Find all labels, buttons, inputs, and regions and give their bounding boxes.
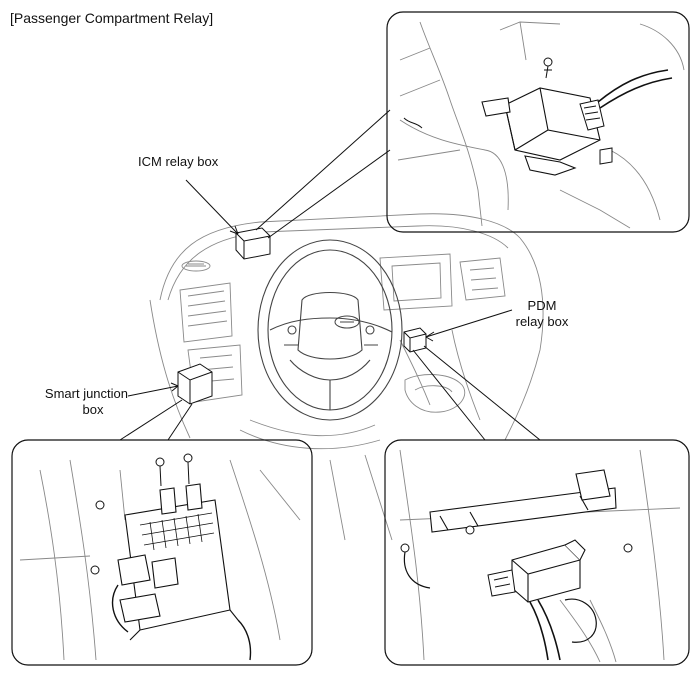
diagram-title: [Passenger Compartment Relay] bbox=[10, 10, 214, 26]
bolt-icon bbox=[90, 453, 193, 575]
icm-relay-box-icon bbox=[235, 227, 271, 260]
icm-relay-module-icon bbox=[481, 87, 601, 176]
pdm-relay-module-icon bbox=[511, 539, 586, 603]
icm-detail-panel bbox=[386, 11, 690, 233]
junction-box-icon bbox=[117, 483, 239, 641]
icm-relay-box-label: ICM relay box bbox=[138, 154, 219, 169]
callout-lines bbox=[119, 109, 541, 441]
bolt-icon bbox=[543, 57, 553, 79]
fuse-grid bbox=[139, 512, 215, 551]
smart-junction-detail-panel bbox=[11, 439, 313, 666]
sjb-label-line-2: box bbox=[82, 402, 104, 417]
brand-emblem-icon bbox=[334, 315, 360, 329]
connector-icon bbox=[579, 69, 673, 131]
sjb-label-line-1: Smart junction bbox=[44, 386, 128, 401]
smart-junction-box-label: Smart junction box bbox=[18, 386, 128, 418]
connector-icon bbox=[487, 569, 561, 661]
pdm-label-line-2: relay box bbox=[515, 314, 569, 329]
pdm-relay-box-icon bbox=[403, 327, 427, 353]
smart-junction-box-icon bbox=[177, 363, 213, 405]
steering-wheel-icon bbox=[257, 239, 403, 421]
pdm-detail-panel bbox=[384, 439, 690, 666]
pdm-relay-box-label: PDM relay box bbox=[512, 298, 572, 330]
mounting-bracket bbox=[429, 469, 617, 533]
bolt-icon bbox=[400, 525, 633, 553]
pdm-label-line-1: PDM bbox=[527, 298, 557, 313]
